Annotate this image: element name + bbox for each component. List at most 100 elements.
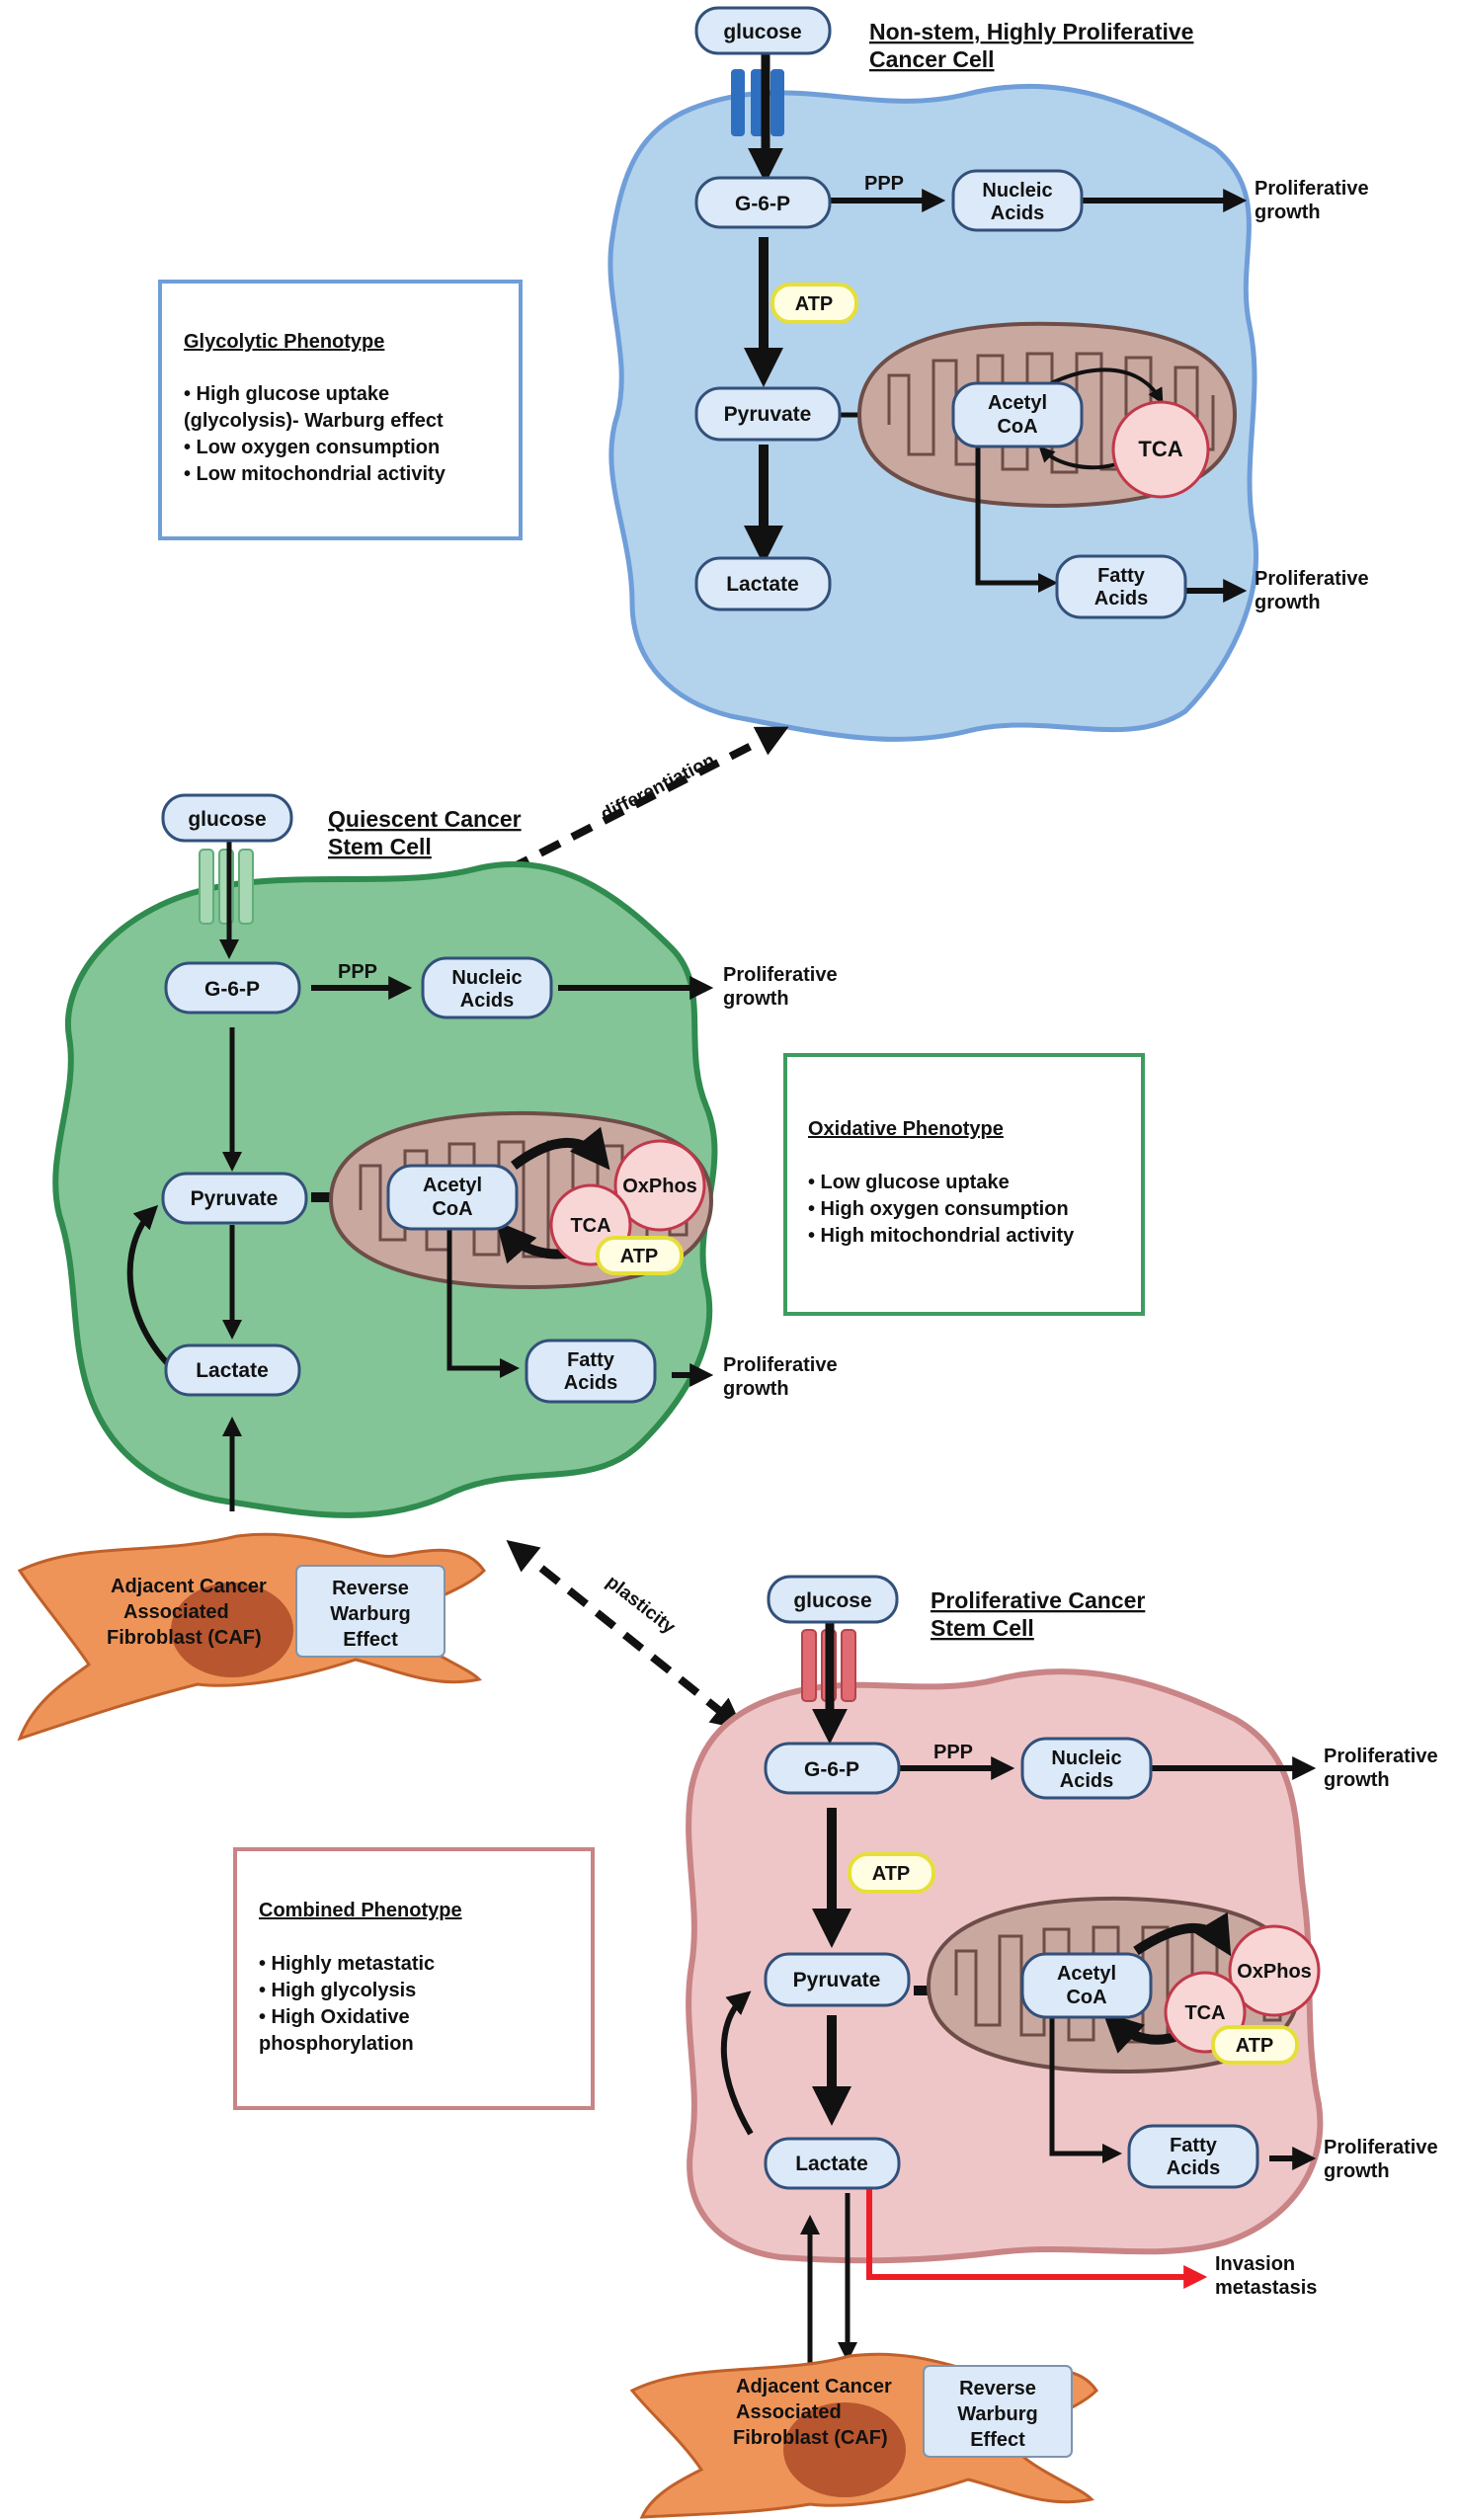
mid-glucose-node: glucose	[161, 793, 293, 843]
bot-pyruvate-node: Pyruvate	[764, 1952, 911, 2007]
top-fatty-label-1: Fatty	[1097, 565, 1146, 587]
bot-cell-title-1: Proliferative Cancer	[931, 1587, 1145, 1613]
mid-cell: glucose G-6-P PPP Nucleic Acids Prolifer…	[52, 793, 838, 1518]
mid-caf-label-1: Adjacent Cancer	[111, 1576, 267, 1597]
top-growth1-label-2: growth	[1255, 202, 1321, 223]
mid-ppp-label: PPP	[338, 961, 377, 983]
mid-oxphos-label: OxPhos	[622, 1176, 697, 1197]
top-glucose-node: glucose	[694, 6, 832, 55]
differentiation-label: differentiation	[598, 750, 718, 825]
glycolytic-box-title: Glycolytic Phenotype	[184, 331, 384, 353]
mid-nucleic-label-1: Nucleic	[451, 967, 522, 989]
top-pyruvate-node: Pyruvate	[694, 386, 842, 442]
bot-nucleic-node: Nucleic Acids	[1020, 1737, 1153, 1800]
top-glucose-transporter-icon	[731, 69, 784, 136]
mid-reverse-warburg-box	[295, 1565, 446, 1658]
bot-acetyl-fatty-arrow	[1049, 2015, 1122, 2163]
combined-box-b3-1: • High Oxidative	[259, 2006, 410, 2028]
mid-fatty-node: Fatty Acids	[525, 1339, 657, 1404]
top-fatty-label-2: Acids	[1094, 588, 1148, 610]
mid-g6p-label: G-6-P	[204, 978, 260, 1001]
glycolytic-box-b2: • Low oxygen consumption	[184, 437, 440, 458]
bot-growth1-label-2: growth	[1324, 1769, 1390, 1791]
bot-fatty-node: Fatty Acids	[1127, 2124, 1259, 2189]
bot-nucleic-label-2: Acids	[1060, 1770, 1113, 1792]
mid-growth1-label-1: Proliferative	[723, 964, 838, 986]
bot-nucleic-label-1: Nucleic	[1051, 1748, 1121, 1769]
bot-invasion-arrow	[866, 2183, 1208, 2289]
mid-acetyl-node: Acetyl CoA	[386, 1164, 519, 1231]
bot-reverse-label-3: Effect	[970, 2429, 1025, 2451]
combined-box-b3-2: phosphorylation	[259, 2033, 414, 2055]
combined-phenotype-box: Combined Phenotype • Highly metastatic •…	[233, 1847, 595, 2110]
bot-fatty-label-2: Acids	[1167, 2157, 1220, 2179]
bot-invasion-label-2: metastasis	[1215, 2277, 1317, 2299]
bot-growth2-label-2: growth	[1324, 2160, 1390, 2182]
mid-glucose-transporter-icon	[199, 849, 254, 925]
glycolytic-phenotype-box: Glycolytic Phenotype • High glucose upta…	[158, 280, 523, 540]
top-acetyl-label-1: Acetyl	[988, 392, 1047, 414]
bot-acetyl-node: Acetyl CoA	[1020, 1952, 1153, 2019]
mid-acetyl-fatty-arrow	[446, 1225, 520, 1378]
bot-acetyl-label-1: Acetyl	[1057, 1963, 1116, 1985]
top-g6p-label: G-6-P	[735, 193, 790, 215]
bot-growth1-label-1: Proliferative	[1324, 1746, 1438, 1767]
bot-invasion-label-1: Invasion	[1215, 2253, 1295, 2275]
mid-lactate-label: Lactate	[196, 1359, 269, 1382]
plasticity-arrow	[506, 1540, 744, 1730]
bot-glucose-node: glucose	[767, 1575, 899, 1624]
bot-caf-fibroblast: Adjacent Cancer Associated Fibroblast (C…	[629, 2352, 1098, 2519]
bot-caf-label-2: Associated	[736, 2401, 842, 2423]
mid-caf-label-3: Fibroblast (CAF)	[107, 1627, 262, 1649]
top-acetyl-label-2: CoA	[997, 416, 1037, 438]
bot-cell-title-2: Stem Cell	[931, 1615, 1034, 1641]
bot-cell: glucose G-6-P PPP Nucleic Acids Prolifer…	[686, 1575, 1438, 2371]
top-growth1-label-1: Proliferative	[1255, 178, 1369, 200]
bot-atp-top-badge: ATP	[848, 1852, 935, 1894]
bot-atp-top-label: ATP	[872, 1863, 911, 1885]
mid-oxphos-node: OxPhos	[613, 1139, 706, 1232]
mid-reverse-label-3: Effect	[343, 1629, 398, 1651]
bot-reverse-label-2: Warburg	[957, 2403, 1037, 2425]
bot-tca-label: TCA	[1184, 2002, 1225, 2024]
bot-atp-badge: ATP	[1211, 2025, 1299, 2065]
mid-cell-title-1: Quiescent Cancer	[328, 806, 522, 832]
bot-reverse-warburg-box	[923, 2365, 1073, 2458]
top-ppp-label: PPP	[864, 173, 904, 195]
top-growth2-label-1: Proliferative	[1255, 568, 1369, 590]
bot-glucose-label: glucose	[793, 1589, 871, 1612]
mid-g6p-node: G-6-P	[164, 961, 301, 1015]
bot-growth2-label-1: Proliferative	[1324, 2137, 1438, 2158]
mid-caf-fibroblast: Adjacent Cancer Associated Fibroblast (C…	[17, 1532, 486, 1742]
bot-caf-label-1: Adjacent Cancer	[736, 2376, 892, 2398]
top-fatty-node: Fatty Acids	[1055, 554, 1187, 619]
mid-fatty-label-2: Acids	[564, 1372, 617, 1394]
glycolytic-box-b1-2: (glycolysis)- Warburg effect	[184, 410, 444, 432]
mid-nucleic-label-2: Acids	[460, 990, 514, 1012]
mid-cell-title-2: Stem Cell	[328, 834, 432, 859]
top-nucleic-node: Nucleic Acids	[951, 169, 1084, 232]
mid-atp-badge: ATP	[596, 1236, 684, 1275]
bot-fatty-label-1: Fatty	[1170, 2135, 1218, 2156]
top-glucose-label: glucose	[723, 21, 801, 43]
mid-growth2-label-1: Proliferative	[723, 1354, 838, 1376]
mid-tca-label: TCA	[570, 1215, 610, 1237]
top-tca-label: TCA	[1138, 437, 1182, 461]
bot-lactate-label: Lactate	[795, 2153, 868, 2175]
top-cell-title-2: Cancer Cell	[869, 46, 995, 72]
top-growth2-label-2: growth	[1255, 592, 1321, 613]
mid-acetyl-oxphos-arrow	[511, 1126, 610, 1171]
bot-lactate-node: Lactate	[764, 2137, 901, 2190]
bot-caf-label-3: Fibroblast (CAF)	[733, 2427, 888, 2449]
top-atp-label: ATP	[795, 293, 834, 315]
top-tca-node: TCA	[1111, 400, 1210, 499]
mid-caf-nucleus	[171, 1583, 293, 1677]
oxidative-box-title: Oxidative Phenotype	[808, 1118, 1004, 1140]
combined-box-title: Combined Phenotype	[259, 1900, 462, 1921]
bot-caf-nucleus	[783, 2402, 906, 2497]
mid-reverse-label-2: Warburg	[330, 1603, 410, 1625]
top-acetyl-fatty-arrow	[975, 435, 1058, 593]
bot-oxphos-node: OxPhos	[1228, 1924, 1321, 2017]
mid-glucose-label: glucose	[188, 808, 266, 831]
